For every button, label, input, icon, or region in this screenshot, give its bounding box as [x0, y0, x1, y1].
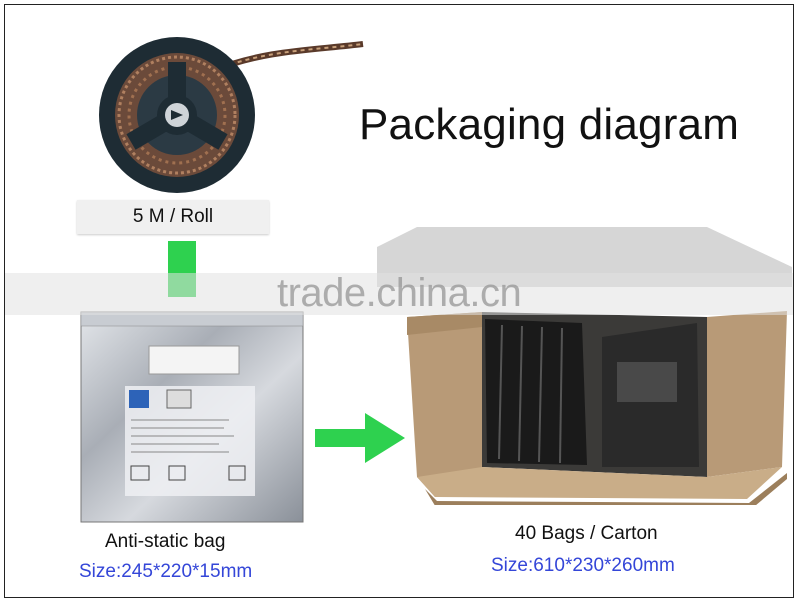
arrow-right-icon — [315, 413, 405, 463]
watermark: trade.china.cn — [277, 271, 522, 315]
bag-label: Anti-static bag — [105, 531, 226, 552]
page-title: Packaging diagram — [359, 100, 740, 149]
led-reel-image — [99, 37, 364, 193]
anti-static-bag-image — [80, 311, 304, 523]
diagram-frame: Packaging diagram 5 M / Roll — [4, 4, 794, 598]
roll-label: 5 M / Roll — [77, 200, 269, 234]
bag-size: Size:245*220*15mm — [79, 561, 253, 582]
carton-box-image — [377, 227, 792, 505]
carton-label: 40 Bags / Carton — [515, 523, 658, 544]
carton-size: Size:610*230*260mm — [491, 555, 675, 576]
watermark-band — [5, 273, 793, 315]
